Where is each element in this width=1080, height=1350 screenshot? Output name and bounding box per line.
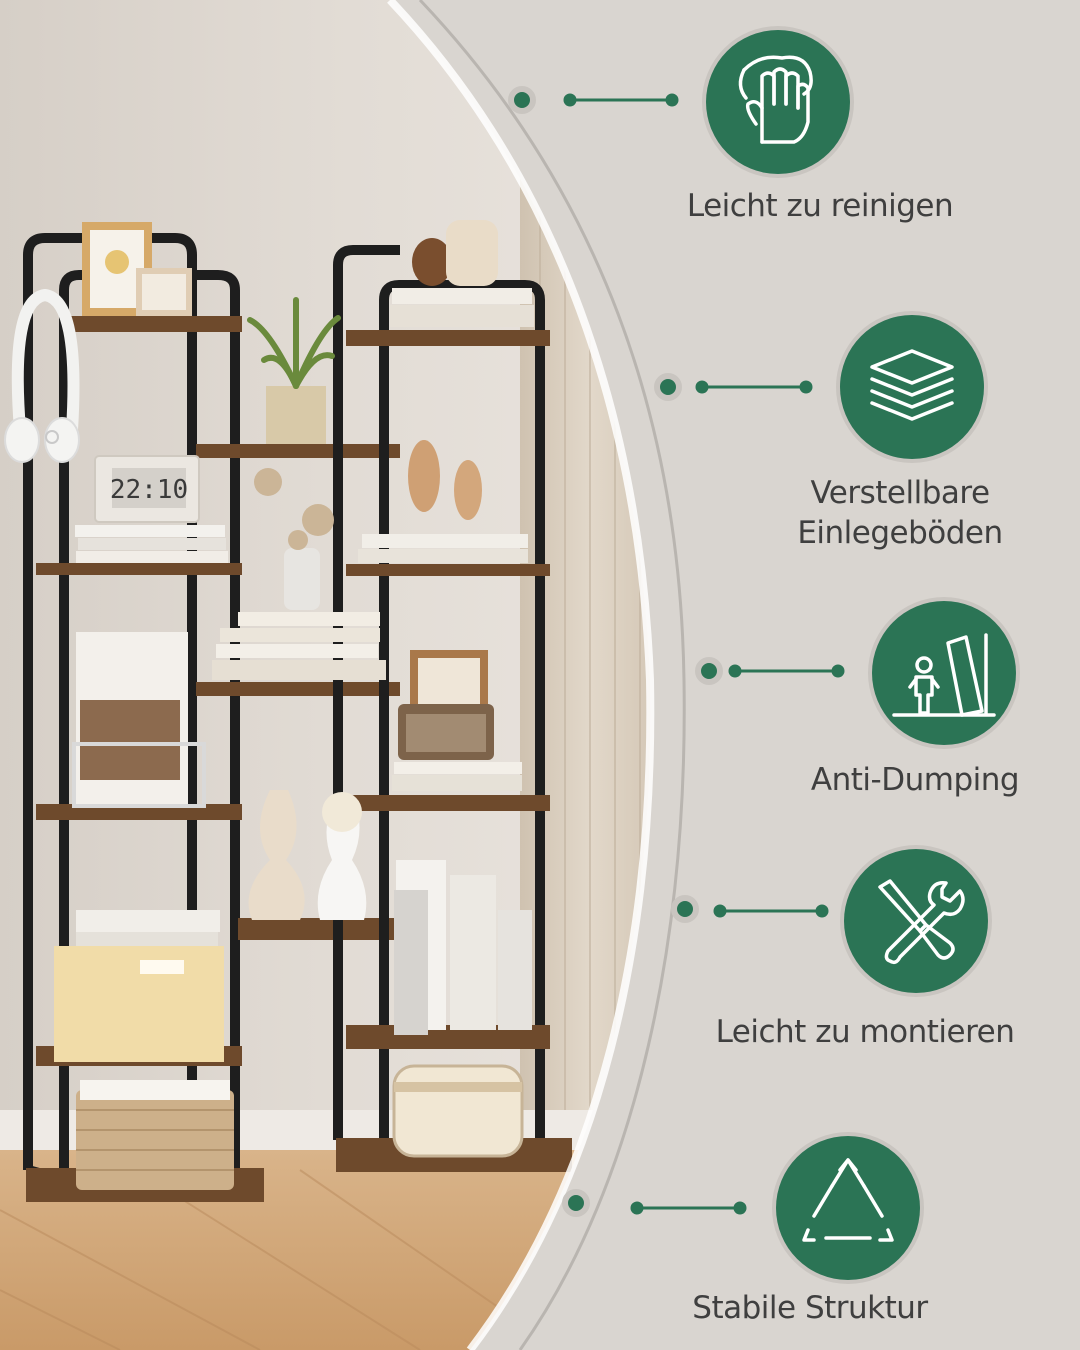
anti-tip-icon: [868, 597, 1020, 749]
connector-dot: [695, 657, 723, 685]
tools-icon: [840, 845, 992, 997]
layers-icon: [836, 311, 988, 463]
connector-dot: [562, 1189, 590, 1217]
feature-label-easy-clean: Leicht zu reinigen: [686, 188, 954, 224]
clock-display: 22:10: [110, 475, 188, 505]
triangle-arrows-icon: [772, 1132, 924, 1284]
connector-dot: [671, 895, 699, 923]
feature-stable-structure: [770, 1130, 926, 1291]
feature-label-adjustable-shelves: Verstellbare Einlegeböden: [797, 475, 1003, 551]
feature-adjustable-shelves: [834, 309, 990, 470]
hand-cleaning-icon: [702, 26, 854, 178]
feature-label-stable-structure: Stabile Struktur: [692, 1290, 928, 1326]
feature-easy-clean: [700, 24, 856, 185]
feature-easy-assembly: [838, 843, 994, 1004]
connector-dot: [654, 373, 682, 401]
feature-label-anti-tip: Anti-Dumping: [810, 762, 1020, 798]
feature-anti-tip: [866, 595, 1022, 756]
feature-label-easy-assembly: Leicht zu montieren: [715, 1014, 1015, 1050]
connector-dot: [508, 86, 536, 114]
